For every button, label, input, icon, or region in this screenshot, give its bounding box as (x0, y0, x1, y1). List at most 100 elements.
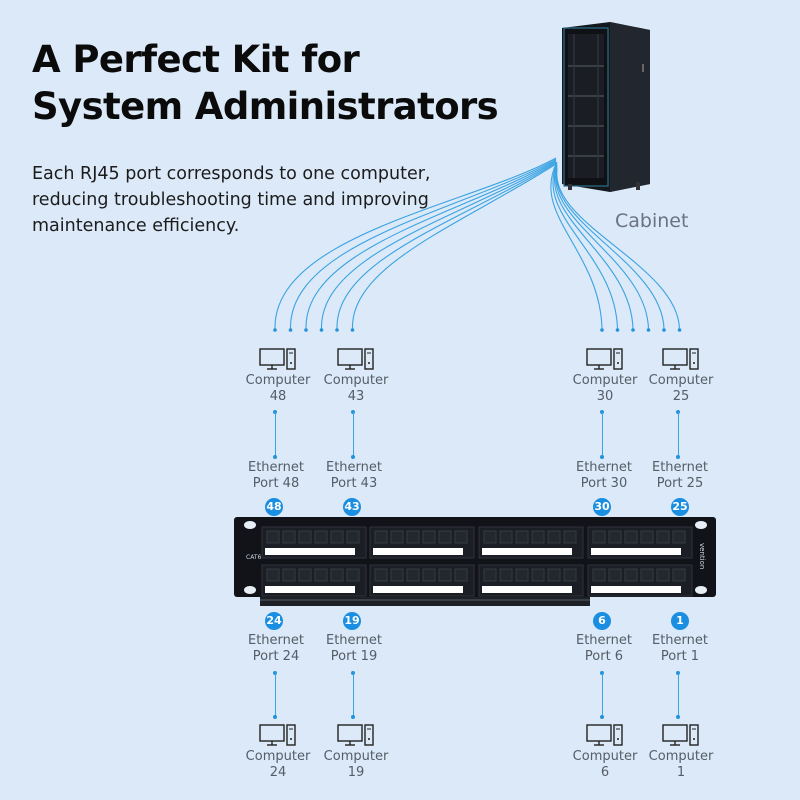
cable-end-dot (677, 328, 682, 332)
ethernet-port-48-label: Ethernet Port 48 (236, 460, 316, 492)
rj45-jack (330, 568, 344, 582)
computer-43: Computer 43 (316, 348, 396, 405)
port-label-strip (591, 548, 681, 555)
port-label-strip (373, 586, 463, 593)
connector-dot (676, 715, 680, 719)
port-badge-25: 25 (671, 498, 689, 516)
port-label: Ethernet (652, 633, 708, 648)
computer-number: 48 (269, 389, 287, 404)
computer-icon (259, 348, 296, 370)
server-cabinet-icon (562, 22, 650, 192)
connector-dot (600, 715, 604, 719)
connector-dot (273, 715, 277, 719)
rj45-jack (406, 530, 420, 544)
rj45-jack (531, 568, 545, 582)
rj45-jack (483, 530, 497, 544)
computer-25: Computer 25 (641, 348, 721, 405)
rj45-jack (592, 568, 606, 582)
port-text: Port 24 (252, 649, 300, 664)
cable-end-dot (631, 328, 635, 332)
rj45-jack (656, 530, 670, 544)
headline-line-2: System Administrators (32, 85, 499, 128)
computer-label: Computer (648, 373, 714, 388)
computer-icon (586, 348, 623, 370)
computer-label: Computer (323, 749, 389, 764)
cable-end-dot (304, 328, 308, 332)
port-text: Port 30 (580, 476, 628, 491)
cable-left (336, 162, 557, 330)
computer-icon (586, 724, 623, 746)
port-text: Port 43 (330, 476, 378, 491)
rj45-jack (624, 530, 638, 544)
rj45-jack (608, 568, 622, 582)
category-text: CAT6 (246, 554, 261, 561)
rj45-jack (656, 568, 670, 582)
rj45-jack (390, 568, 404, 582)
computer-number: 19 (347, 765, 365, 780)
port-label-strip (373, 548, 463, 555)
connector-line (601, 412, 603, 456)
rj45-jack (422, 568, 436, 582)
connector-line (274, 412, 276, 456)
rj45-jack (314, 568, 328, 582)
port-label: Ethernet (326, 633, 382, 648)
computer-24: Computer 24 (238, 724, 318, 781)
rj45-jack (330, 530, 344, 544)
computer-number: 43 (347, 389, 365, 404)
cable-group (273, 157, 682, 332)
rj45-jack (346, 530, 360, 544)
rj45-jack (563, 530, 577, 544)
connector-dot (351, 455, 355, 459)
connector-dot (676, 455, 680, 459)
computer-icon (337, 724, 374, 746)
description-line-3: maintenance efficiency. (32, 216, 240, 236)
cable-left (289, 158, 557, 330)
computer-label: Computer (245, 749, 311, 764)
connector-line (274, 673, 276, 717)
cable-left (274, 157, 557, 330)
connector-line (352, 412, 354, 456)
port-label-strip (482, 586, 572, 593)
port-label-strip (265, 548, 355, 555)
cable-right (554, 166, 650, 330)
port-label: Ethernet (576, 460, 632, 475)
rj45-jack (374, 530, 388, 544)
computer-number: 6 (600, 765, 610, 780)
headline: A Perfect Kit for System Administrators (32, 36, 499, 130)
rj45-jack (547, 568, 561, 582)
ethernet-port-43-label: Ethernet Port 43 (314, 460, 394, 492)
port-label: Ethernet (326, 460, 382, 475)
cable-right (554, 164, 634, 330)
rj45-jack (608, 530, 622, 544)
rj45-jack (515, 568, 529, 582)
rj45-jack (422, 530, 436, 544)
rj45-jack (592, 530, 606, 544)
connector-line (601, 673, 603, 717)
computer-30: Computer 30 (565, 348, 645, 405)
rj45-jack (672, 530, 686, 544)
computer-icon (662, 724, 699, 746)
rj45-jack (499, 530, 513, 544)
ethernet-port-30-label: Ethernet Port 30 (564, 460, 644, 492)
ethernet-port-6-label: Ethernet Port 6 (564, 633, 644, 665)
computer-label: Computer (245, 373, 311, 388)
computer-number: 24 (269, 765, 287, 780)
rj45-jack (406, 568, 420, 582)
description: Each RJ45 port corresponds to one comput… (32, 161, 472, 239)
rj45-jack (298, 568, 312, 582)
port-badge-24: 24 (265, 612, 283, 630)
cable-left (320, 161, 557, 330)
rj45-jack (672, 568, 686, 582)
rj45-jack (624, 568, 638, 582)
cabinet-label: Cabinet (615, 210, 689, 232)
rj45-jack (438, 530, 452, 544)
rj45-jack (563, 568, 577, 582)
port-label: Ethernet (248, 460, 304, 475)
rj45-jack (547, 530, 561, 544)
computer-label: Computer (323, 373, 389, 388)
brand-text: vention (698, 543, 706, 569)
computer-number: 1 (676, 765, 686, 780)
port-badge-43: 43 (343, 498, 361, 516)
rj45-jack (390, 530, 404, 544)
